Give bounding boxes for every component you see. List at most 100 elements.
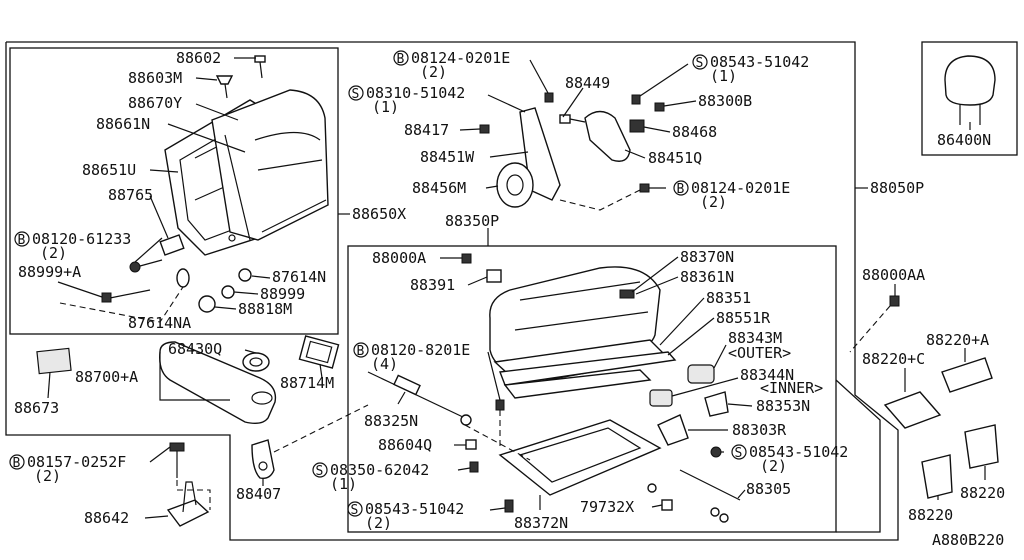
leader-87614N <box>251 275 271 279</box>
trim-88220A <box>941 357 993 393</box>
label-68430Q: 68430Q <box>168 340 222 358</box>
cushion-dash-2 <box>464 424 531 461</box>
label-88000A: 88000A <box>372 249 426 267</box>
leader-88344N <box>671 377 739 397</box>
lever-88325N-grip <box>393 374 421 396</box>
label-88449: 88449 <box>565 74 610 92</box>
label-B08120-61233: 08120-61233 <box>32 230 131 248</box>
pin-88602-stem <box>259 61 263 79</box>
label-B08157-qty: (2) <box>34 467 61 485</box>
label-88344N-note: <INNER> <box>760 379 823 397</box>
leader-S08310 <box>487 94 526 113</box>
label-88651U: 88651U <box>82 161 136 179</box>
leader-88353N <box>727 403 753 407</box>
bolt-B08120-8201E <box>495 399 505 411</box>
leader-S08543-top <box>639 63 689 97</box>
leader-88000AA-dash <box>849 305 891 353</box>
label-88604Q: 88604Q <box>378 436 432 454</box>
bolt-S08543-r <box>710 446 722 458</box>
leader-B08120-8201E <box>487 351 501 401</box>
leader-88407-dash <box>273 404 369 453</box>
clip-88603M <box>215 75 234 85</box>
leader-88370N <box>631 256 679 293</box>
headrest-assembly <box>944 55 996 125</box>
lever-88325N-end <box>460 414 472 426</box>
label-S08543-r: 08543-51042 <box>749 443 848 461</box>
label-88343M: 88343M <box>728 329 782 347</box>
slide-rail <box>503 369 652 399</box>
marker-S-08543-b <box>347 501 363 517</box>
bolt-88999A <box>109 289 151 299</box>
leader-79732X <box>651 504 663 508</box>
marker-S-08350 <box>312 462 328 478</box>
cupholder-68430Q <box>242 352 270 372</box>
headrest-frame <box>921 41 1018 156</box>
bolt-B08124-mid <box>639 183 650 193</box>
trim-88220C <box>883 391 942 429</box>
disc-88456M-inner <box>506 174 524 196</box>
pan-88372N-inner <box>518 427 642 483</box>
label-S08543-r-qty: (2) <box>760 457 787 475</box>
leader-lines <box>47 57 986 519</box>
washer-3 <box>719 513 729 523</box>
leader-B08124-top <box>529 59 549 94</box>
washer-2 <box>710 507 720 517</box>
bolt-88449-stem <box>569 118 586 123</box>
label-88000AA: 88000AA <box>862 266 925 284</box>
seat-back-cushion-seam <box>254 131 327 233</box>
label-88650X: 88650X <box>352 205 406 223</box>
rod-88305 <box>679 469 741 501</box>
label-S08310-qty: (1) <box>372 98 399 116</box>
marker-B-08124-top-text: B <box>397 52 405 67</box>
label-79732X: 79732X <box>580 498 634 516</box>
leader-88765 <box>149 195 169 239</box>
label-88220A: 88220+A <box>926 331 989 349</box>
hinge-88407 <box>251 439 275 480</box>
cover-88343M <box>687 364 715 384</box>
label-88220-2: 88220 <box>960 484 1005 502</box>
bolt-88000A <box>461 253 472 264</box>
rail-88551R <box>499 351 677 386</box>
nut-88604Q <box>465 439 477 450</box>
leader-88305 <box>737 489 746 499</box>
bolt-S08543-top <box>631 94 641 105</box>
frames <box>5 41 1018 541</box>
marker-B-08120-8201E-text: B <box>357 344 365 359</box>
leader-88300B <box>663 100 697 107</box>
label-88353N: 88353N <box>756 397 810 415</box>
trim-88220-2 <box>964 424 999 469</box>
leader-88999A <box>57 281 103 298</box>
marker-S-08543-r-text: S <box>735 446 743 461</box>
label-86400N: 86400N <box>937 131 991 149</box>
bolt-S08543-b <box>504 499 514 513</box>
bolt-S08350 <box>469 461 479 473</box>
clip-79732X <box>661 499 673 511</box>
label-88407: 88407 <box>236 485 281 503</box>
leader-88343M <box>713 344 727 369</box>
leader-88449 <box>562 87 584 118</box>
leader-S08543-b <box>489 507 506 511</box>
cap-88818M <box>198 295 216 313</box>
leader-88451W <box>489 151 529 158</box>
label-88344N: 88344N <box>740 366 794 384</box>
label-88670Y: 88670Y <box>128 94 182 112</box>
label-S08310: 08310-51042 <box>366 84 465 102</box>
hinge-dash <box>176 480 211 510</box>
leader-88351 <box>659 297 705 346</box>
label-88999A: 88999+A <box>18 263 81 281</box>
label-88220-1: 88220 <box>908 506 953 524</box>
headrest-86400N <box>944 55 996 106</box>
label-B08120-8201E-qty: (4) <box>371 355 398 373</box>
hinge-88407-hole <box>258 461 268 471</box>
bracket-88303R <box>657 414 689 446</box>
seat-back-frame <box>9 47 339 335</box>
clip-88603M-stem <box>224 83 228 99</box>
bolt-88300B <box>654 102 665 112</box>
leader-88456M <box>485 185 499 189</box>
disc-88456M <box>496 162 534 208</box>
seat-cushion-assembly <box>367 253 741 523</box>
label-88361N: 88361N <box>680 268 734 286</box>
marker-B-08120-61233-text: B <box>18 233 26 248</box>
label-88305: 88305 <box>746 480 791 498</box>
